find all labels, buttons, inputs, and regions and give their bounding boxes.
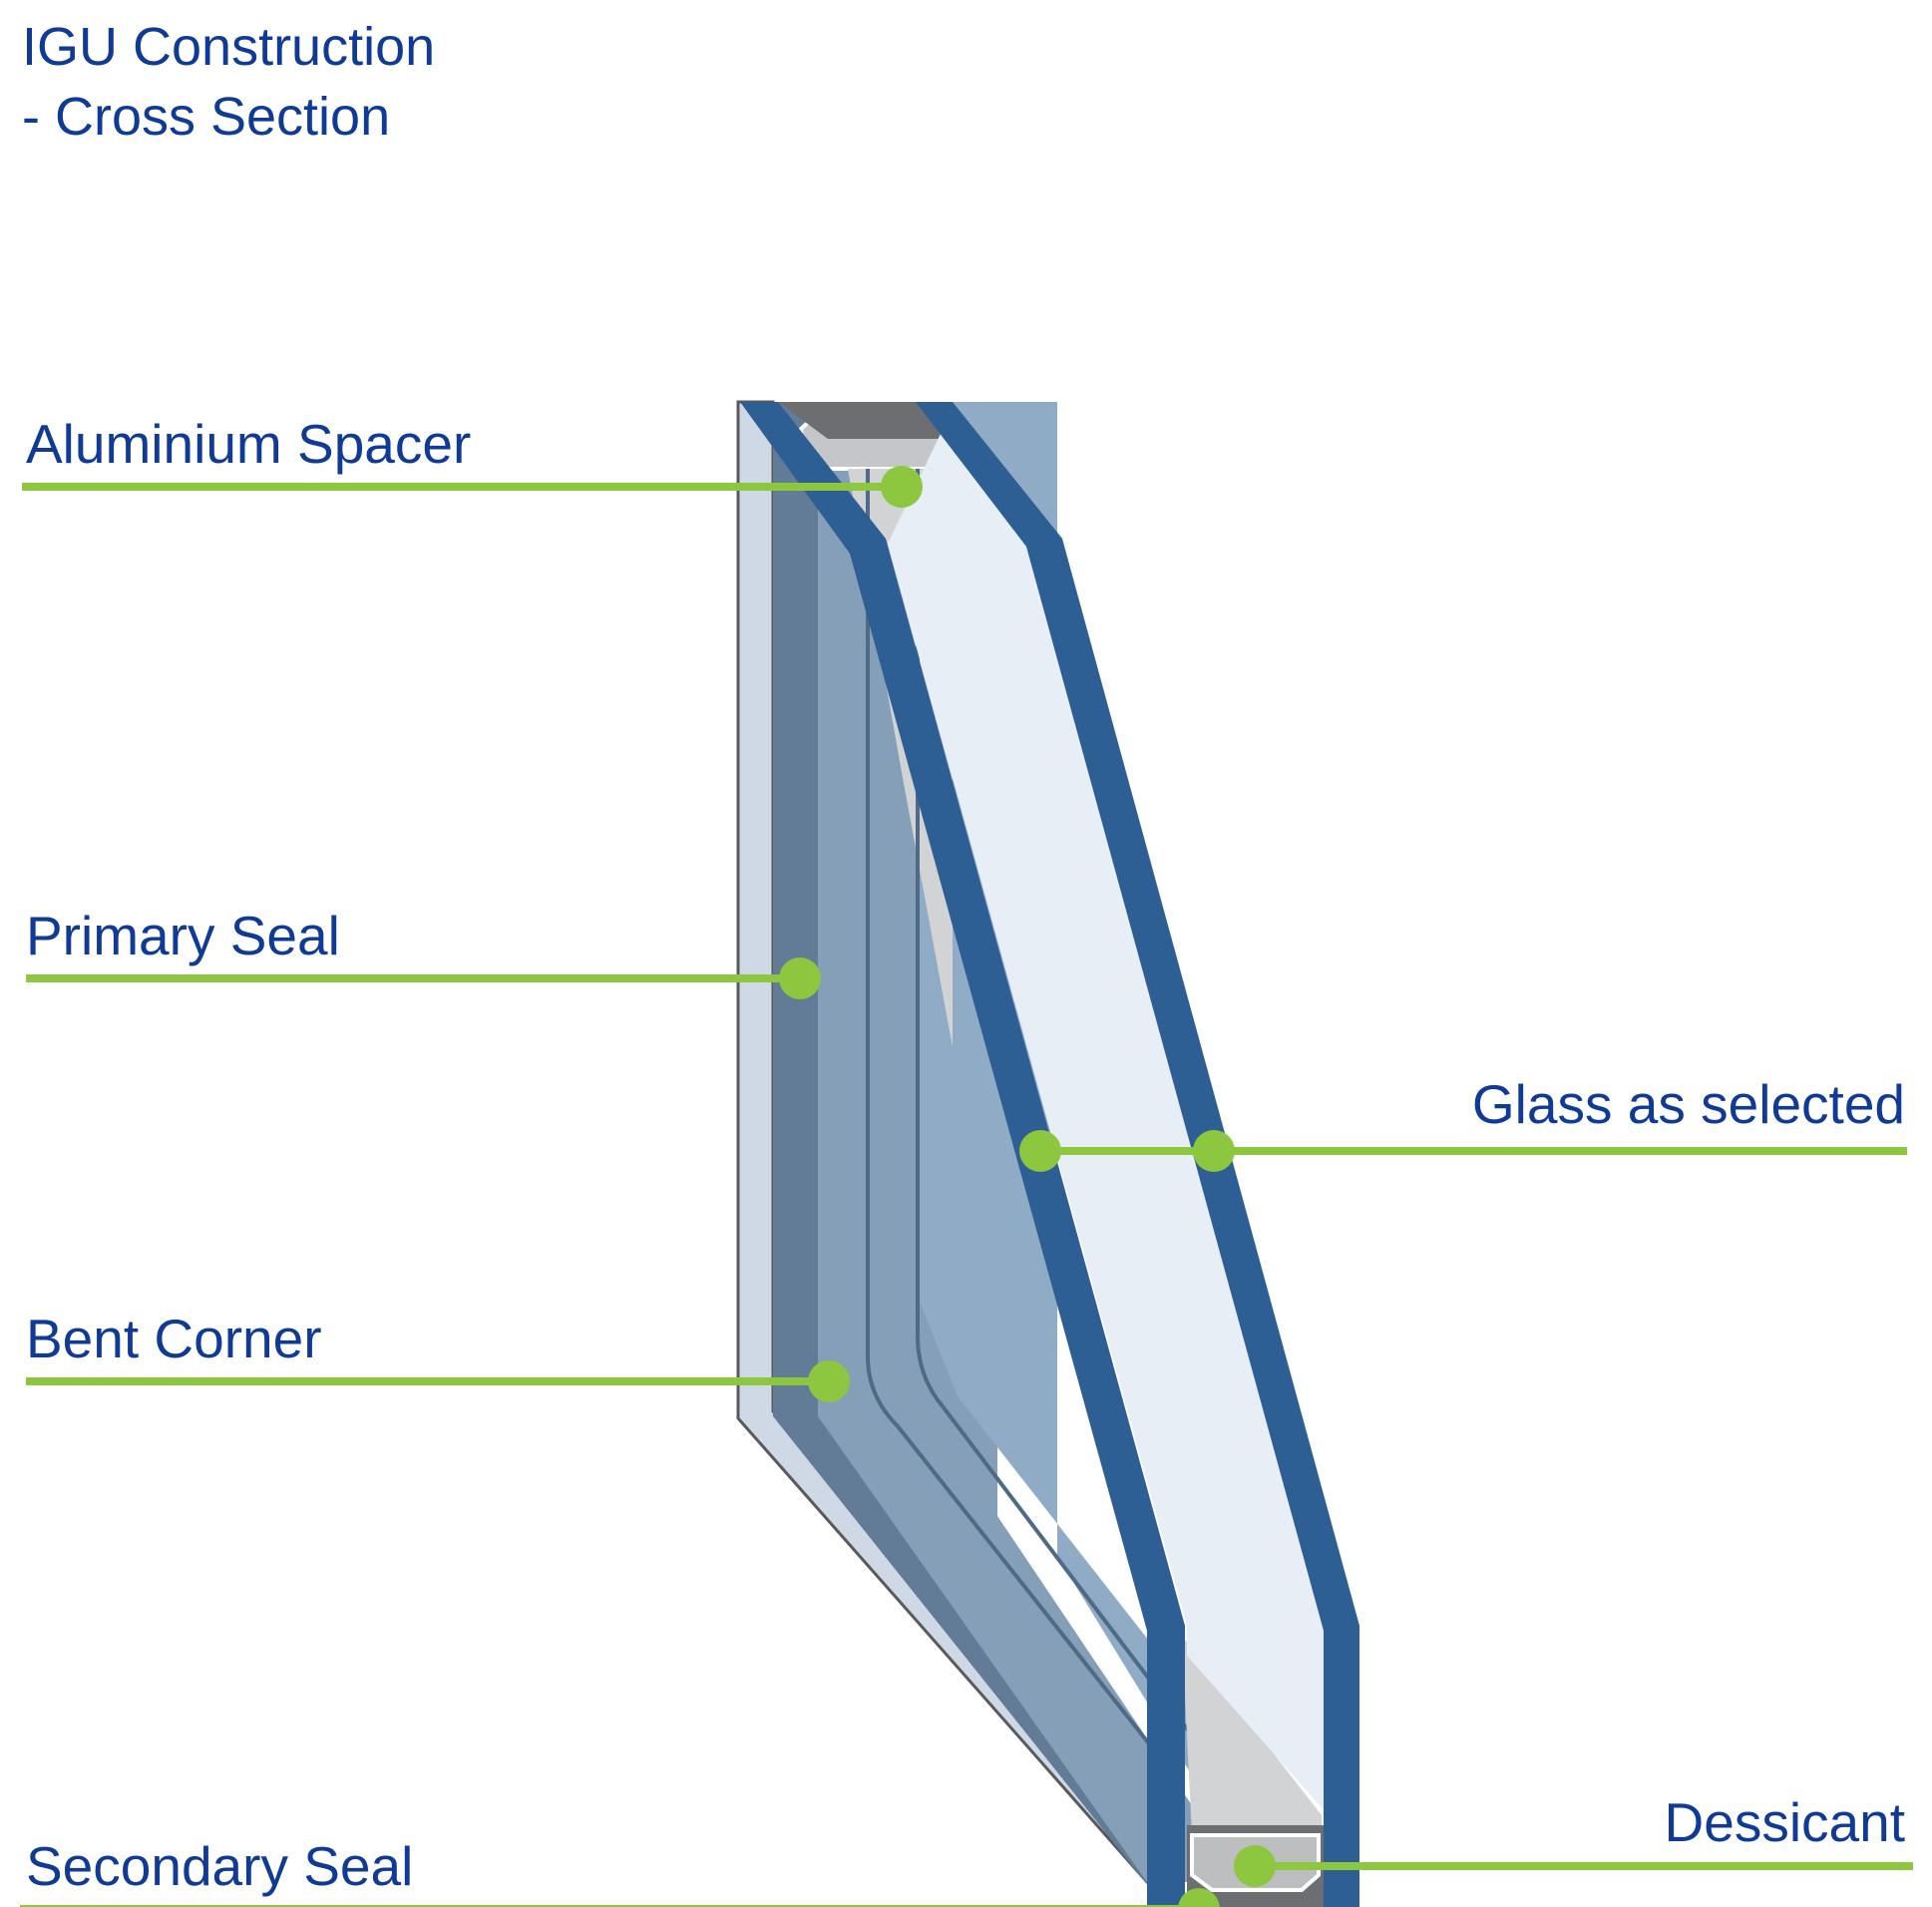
label-primary-seal: Primary Seal [26,905,340,966]
marker-aluminium-spacer [881,466,923,508]
label-glass-as-selected: Glass as selected [1471,1073,1905,1135]
inner-glass-pane [888,409,1327,1813]
primary-seal-band [773,402,1177,1882]
secondary-seal-top [778,402,953,439]
marker-bent-corner [808,1360,850,1402]
diagram-title: IGU Construction - Cross Section [22,12,435,152]
marker-glass-pane-right [1193,1130,1235,1172]
label-bent-corner: Bent Corner [26,1308,322,1369]
label-dessicant: Dessicant [1664,1791,1905,1853]
marker-secondary-seal [1178,1888,1220,1907]
leader-lines [20,466,1913,1907]
marker-glass-pane-left [1019,1130,1061,1172]
spacer-groove-1 [866,469,1184,1787]
label-aluminium-spacer: Aluminium Spacer [26,413,472,475]
label-secondary-seal: Secondary Seal [26,1835,414,1897]
title-line-1: IGU Construction [22,17,436,77]
marker-dessicant [1234,1845,1276,1887]
marker-primary-seal [779,957,821,999]
title-line-2: - Cross Section [22,87,391,147]
spacer-groove-2 [916,469,1194,1737]
